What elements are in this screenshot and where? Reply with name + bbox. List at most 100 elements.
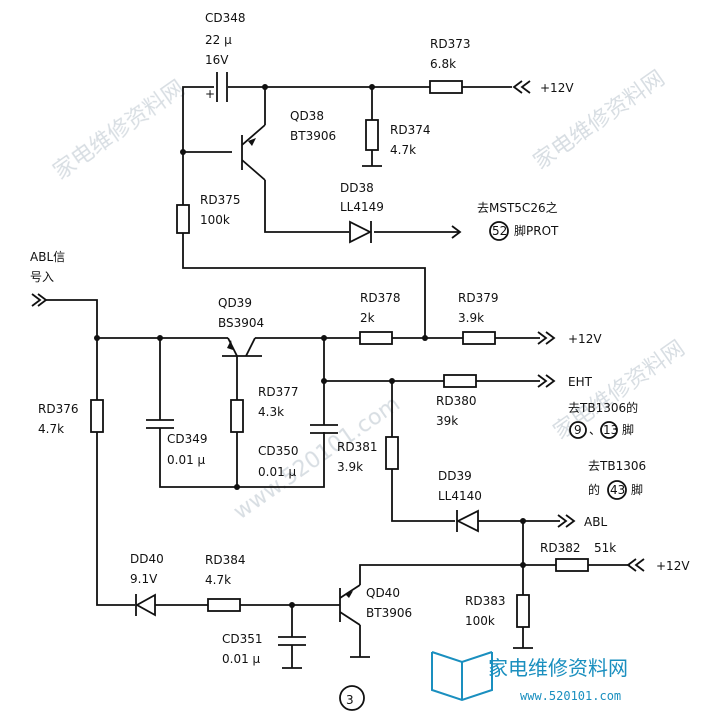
label-mst-prot: 脚PROT: [514, 223, 559, 238]
diode-dd39: [455, 509, 479, 533]
label-rd380: RD380: [436, 394, 476, 408]
label-tb1306-pin13: 13: [603, 423, 618, 437]
figure-number-circle: [339, 685, 365, 711]
top-section-wiring: [182, 86, 512, 338]
logo-url: www.520101.com: [520, 689, 621, 703]
bottom-section-wiring: [155, 521, 630, 668]
label-mst-pin: 52: [492, 224, 507, 238]
eht-arrow: [537, 374, 556, 388]
label-qd39-type: BS3904: [218, 316, 264, 330]
diode-dd38: [349, 220, 373, 244]
label-rd381: RD381: [337, 440, 377, 454]
label-tb1306-a: 去TB1306的: [568, 400, 638, 415]
label-qd40-type: BT3906: [366, 606, 412, 620]
transistor-qd40: [339, 584, 370, 658]
site-logo: 家电维修资料网 www.520101.com: [431, 651, 628, 703]
label-rd375: RD375: [200, 193, 240, 207]
capacitor-cd348: +: [205, 72, 228, 102]
pin-circle: [607, 480, 627, 500]
label-abl-input-2: 号入: [30, 270, 54, 284]
label-rd383-value: 100k: [465, 614, 495, 628]
label-rd378: RD378: [360, 291, 400, 305]
pin-circle: [600, 421, 618, 439]
label-rd377-value: 4.3k: [258, 405, 284, 419]
resistor-rd377: [230, 399, 244, 433]
label-rd375-value: 100k: [200, 213, 230, 227]
supply-arrow-mid: [537, 331, 556, 345]
label-abl-input-1: ABL信: [30, 250, 65, 264]
label-supply-top: +12V: [540, 81, 574, 95]
label-eht: EHT: [568, 375, 593, 389]
label-rd384-value: 4.7k: [205, 573, 231, 587]
label-rd384: RD384: [205, 553, 245, 567]
label-dd40: DD40: [130, 552, 164, 566]
label-tb1306-c: 去TB1306: [588, 459, 646, 473]
label-tb1306-sep: 、: [589, 423, 601, 437]
resistor-rd378: [359, 331, 393, 345]
logo-text: 家电维修资料网: [488, 656, 628, 680]
capacitor-cd349: [146, 419, 174, 429]
middle-section-wiring: [46, 299, 560, 606]
transistor-qd38: [241, 124, 266, 181]
label-rd382-value: 51k: [594, 541, 616, 555]
pin-circle: [569, 421, 587, 439]
label-cd348-voltage: 16V: [205, 53, 229, 67]
resistor-rd381: [385, 436, 399, 470]
resistor-rd382: [555, 558, 589, 572]
label-qd38-type: BT3906: [290, 129, 336, 143]
signal-arrow-prot: [451, 225, 462, 239]
watermark: 家电维修资料网: [49, 76, 190, 185]
label-dd38-type: LL4149: [340, 200, 384, 214]
label-rd376: RD376: [38, 402, 78, 416]
label-cd349: CD349: [167, 432, 208, 446]
label-abl: ABL: [584, 515, 607, 529]
resistor-rd375: [176, 204, 190, 234]
watermark: www.520101.com: [229, 391, 405, 524]
label-dd39: DD39: [438, 469, 472, 483]
resistor-rd383: [516, 594, 530, 628]
abl-arrow: [557, 514, 576, 528]
label-tb1306-d: 的: [588, 482, 600, 497]
label-rd374: RD374: [390, 123, 430, 137]
label-qd40: QD40: [366, 586, 400, 600]
label-qd38: QD38: [290, 109, 324, 123]
pin-circle: [489, 221, 509, 241]
label-cd349-value: 0.01 μ: [167, 453, 206, 467]
label-rd380-value: 39k: [436, 414, 458, 428]
label-tb1306-pin43: 43: [610, 483, 625, 497]
transistor-qd39: [222, 337, 262, 357]
label-supply-bottom: +12V: [656, 559, 690, 573]
label-rd379-value: 3.9k: [458, 311, 484, 325]
capacitor-cd350: [310, 424, 338, 434]
label-cd351: CD351: [222, 632, 263, 646]
label-cd350-value: 0.01 μ: [258, 465, 297, 479]
label-cd348-value: 22 μ: [205, 33, 232, 47]
capacitor-cd351: [278, 636, 306, 669]
label-dd40-value: 9.1V: [130, 572, 158, 586]
polarity-plus: +: [205, 87, 215, 101]
label-rd382: RD382: [540, 541, 580, 555]
label-rd377: RD377: [258, 385, 298, 399]
label-cd348: CD348: [205, 11, 246, 25]
label-dd39-type: LL4140: [438, 489, 482, 503]
label-dd38: DD38: [340, 181, 374, 195]
resistor-rd373: [429, 80, 463, 94]
label-tb1306-b: 脚: [622, 422, 634, 437]
diode-dd40: [135, 593, 156, 617]
supply-arrow-top: [512, 80, 531, 94]
label-rd373-value: 6.8k: [430, 57, 456, 71]
abl-input-arrow: [31, 293, 48, 307]
label-mst: 去MST5C26之: [477, 201, 558, 215]
label-tb1306-e: 脚: [631, 482, 643, 497]
label-supply-mid: +12V: [568, 332, 602, 346]
label-cd350: CD350: [258, 444, 299, 458]
label-rd378-value: 2k: [360, 311, 375, 325]
label-rd373: RD373: [430, 37, 470, 51]
label-rd379: RD379: [458, 291, 498, 305]
label-cd351-value: 0.01 μ: [222, 652, 261, 666]
label-rd376-value: 4.7k: [38, 422, 64, 436]
supply-arrow-bottom: [626, 558, 645, 572]
resistor-rd379: [462, 331, 496, 345]
label-qd39: QD39: [218, 296, 252, 310]
